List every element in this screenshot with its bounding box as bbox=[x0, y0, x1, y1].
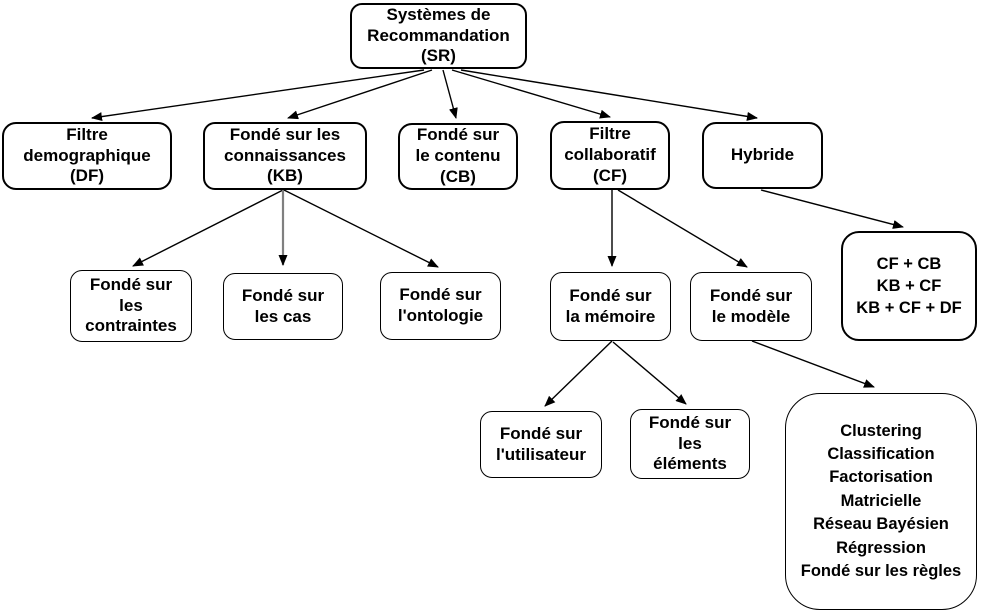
edge-root-cf bbox=[451, 69, 611, 119]
node-fonde-ontologie-label: Fondé sur l'ontologie bbox=[397, 285, 484, 325]
node-filtre-demographique: Filtre demographique (DF) bbox=[2, 122, 172, 190]
edge-root-kb bbox=[287, 69, 433, 120]
node-fonde-memoire: Fondé sur la mémoire bbox=[550, 272, 671, 341]
node-hybride: Hybride bbox=[702, 122, 823, 189]
node-hybride-combinaisons-label: CF + CB KB + CF KB + CF + DF bbox=[856, 254, 962, 318]
edge-root-cb bbox=[442, 69, 458, 119]
node-fonde-contraintes-label: Fondé sur les contraintes bbox=[85, 274, 177, 336]
node-methodes-modele: Clustering Classification Factorisation … bbox=[785, 393, 977, 610]
node-fonde-memoire-label: Fondé sur la mémoire bbox=[565, 285, 656, 326]
node-methodes-modele-label: Clustering Classification Factorisation … bbox=[800, 421, 962, 581]
edge-modele-methods bbox=[751, 340, 875, 388]
node-fonde-contenu: Fondé sur le contenu (CB) bbox=[398, 123, 518, 190]
node-filtre-demographique-label: Filtre demographique (DF) bbox=[23, 124, 151, 186]
edge-kb-ontologie bbox=[283, 189, 439, 268]
node-fonde-connaissances-label: Fondé sur les connaissances (KB) bbox=[224, 124, 346, 186]
node-hybride-combinaisons: CF + CB KB + CF KB + CF + DF bbox=[841, 231, 977, 341]
node-fonde-elements-label: Fondé sur les éléments bbox=[648, 412, 732, 474]
node-fonde-utilisateur: Fondé sur l'utilisateur bbox=[480, 411, 602, 478]
node-fonde-modele: Fondé sur le modèle bbox=[690, 272, 812, 341]
node-fonde-cas-label: Fondé sur les cas bbox=[241, 285, 325, 326]
node-fonde-cas: Fondé sur les cas bbox=[223, 273, 343, 340]
node-systemes-recommandation: Systèmes de Recommandation (SR) bbox=[350, 3, 527, 69]
node-hybride-label: Hybride bbox=[730, 145, 795, 165]
node-filtre-collaboratif-label: Filtre collaboratif (CF) bbox=[564, 124, 656, 185]
edge-memoire-utilisateur bbox=[544, 340, 613, 407]
edge-memoire-elements bbox=[612, 341, 687, 405]
node-fonde-connaissances: Fondé sur les connaissances (KB) bbox=[203, 122, 367, 190]
edge-hybride-combos bbox=[760, 189, 904, 229]
edge-cf-modele bbox=[617, 189, 748, 268]
node-fonde-elements: Fondé sur les éléments bbox=[630, 409, 750, 479]
node-fonde-contenu-label: Fondé sur le contenu (CB) bbox=[415, 125, 501, 186]
edge-root-hybride bbox=[460, 69, 758, 121]
node-fonde-modele-label: Fondé sur le modèle bbox=[709, 285, 793, 326]
node-fonde-ontologie: Fondé sur l'ontologie bbox=[380, 272, 501, 340]
edge-kb-contraintes bbox=[132, 189, 284, 267]
node-filtre-collaboratif: Filtre collaboratif (CF) bbox=[550, 121, 670, 190]
node-fonde-utilisateur-label: Fondé sur l'utilisateur bbox=[495, 423, 586, 464]
edge-root-df bbox=[91, 69, 425, 122]
node-fonde-contraintes: Fondé sur les contraintes bbox=[70, 270, 192, 342]
node-systemes-recommandation-label: Systèmes de Recommandation (SR) bbox=[367, 4, 510, 66]
